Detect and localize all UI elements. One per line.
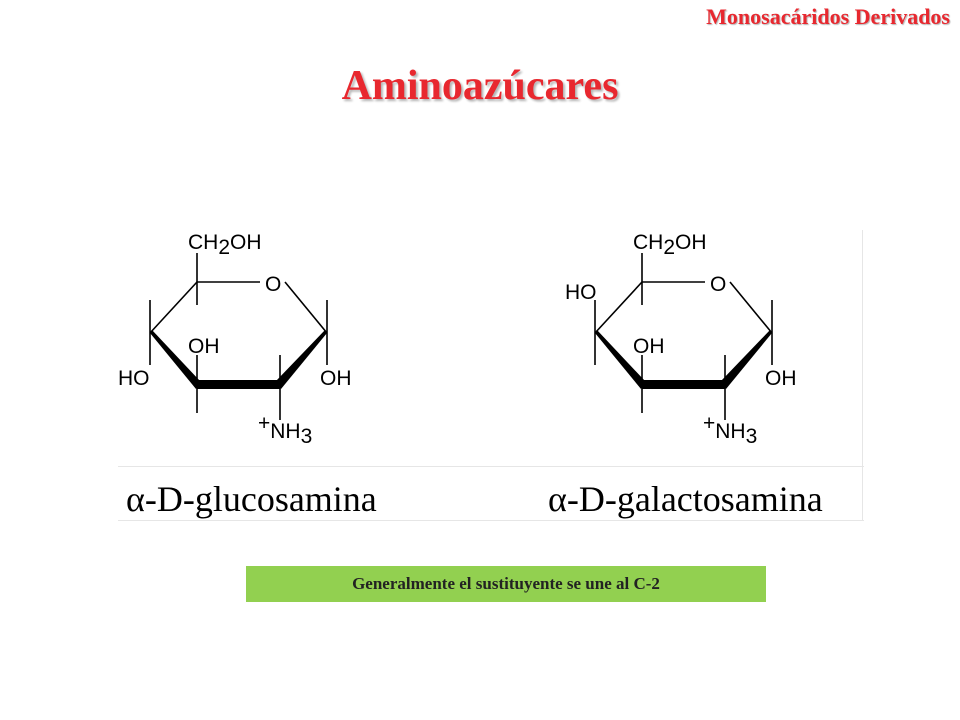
galactosamine-ho-c4: HO — [565, 281, 597, 304]
figure-divider-bottom — [118, 520, 864, 521]
galactosamine-bold-bonds — [595, 330, 772, 389]
galactosamine-ring-bonds — [594, 253, 773, 420]
galactosamine-nh3-label: +NH3 — [703, 412, 757, 448]
galactosamine-oh-c1: OH — [765, 367, 797, 390]
note-box: Generalmente el sustituyente se une al C… — [246, 566, 766, 602]
figure-divider-top — [118, 466, 864, 467]
glucosamine-ring-oxygen: O — [265, 273, 281, 296]
glucosamine-bold-bonds — [150, 330, 327, 389]
galactosamine-oh-c3: OH — [633, 335, 665, 358]
galactosamine-structure: CH2OH O HO OH OH +NH3 — [565, 231, 797, 448]
galactosamine-ring-oxygen: O — [710, 273, 726, 296]
glucosamine-ho-c4: HO — [118, 367, 150, 390]
glucosamine-oh-c1: OH — [320, 367, 352, 390]
page-title: Aminoazúcares — [341, 63, 619, 109]
galactosamine-ch2oh-label: CH2OH — [633, 231, 707, 259]
glucosamine-ch2oh-label: CH2OH — [188, 231, 262, 259]
galactosamine-caption: α-D-galactosamina — [548, 479, 823, 519]
glucosamine-oh-c3: OH — [188, 335, 220, 358]
glucosamine-caption: α-D-glucosamina — [126, 479, 377, 519]
glucosamine-nh3-label: +NH3 — [258, 412, 312, 448]
figure-border-right — [862, 230, 863, 520]
section-title: Monosacáridos Derivados — [706, 4, 950, 29]
glucosamine-ring-bonds — [149, 253, 328, 420]
note-text: Generalmente el sustituyente se une al C… — [352, 574, 660, 593]
glucosamine-structure: CH2OH O OH HO OH +NH3 — [118, 231, 352, 448]
